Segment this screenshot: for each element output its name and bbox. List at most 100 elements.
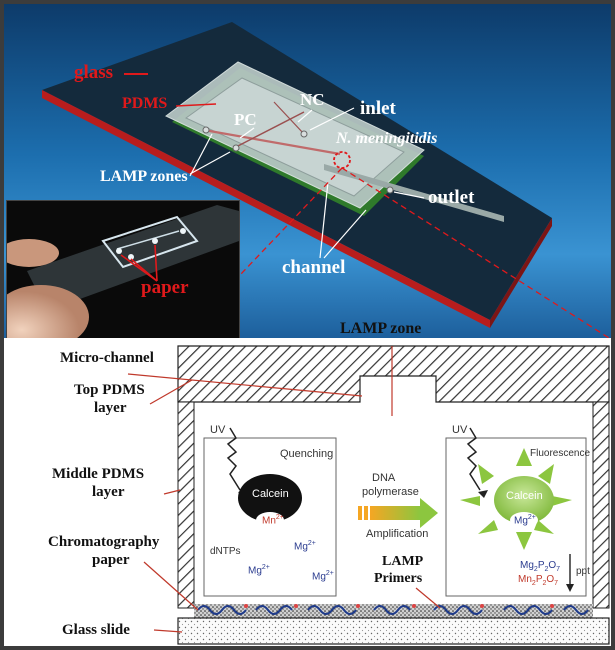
mn-pp-p: P bbox=[535, 574, 543, 585]
top-pdms-layer bbox=[177, 345, 610, 403]
left-uv-label: UV bbox=[210, 424, 226, 436]
fluorescence-rays bbox=[460, 448, 572, 550]
photo-chip-outline bbox=[101, 215, 199, 269]
photo-zone-1 bbox=[116, 248, 122, 254]
mg-bound-label: Mg2+ bbox=[514, 514, 536, 526]
photo-finger bbox=[7, 239, 59, 267]
glass-slide-leader bbox=[153, 629, 183, 633]
glass-slide-label: Glass slide bbox=[62, 622, 130, 638]
paper-leader-2 bbox=[154, 244, 158, 282]
device-photo: paper bbox=[6, 200, 240, 340]
primer-ends bbox=[244, 604, 554, 608]
middle-pdms-leader bbox=[163, 489, 181, 495]
mn-pyrophosphate-label: Mn2P2O7 bbox=[518, 574, 558, 587]
photo-zone-3 bbox=[152, 238, 158, 244]
top-pdms-label-1: Top PDMS bbox=[74, 382, 145, 398]
mg-pp-sub1: 2 bbox=[533, 566, 538, 573]
ppt-arrow-head bbox=[566, 584, 574, 592]
ppt-label: ppt bbox=[576, 566, 590, 577]
pc-leader bbox=[239, 127, 255, 139]
mg-pp-o: O bbox=[548, 560, 557, 571]
photo-thumb bbox=[7, 285, 89, 339]
chromatography-label-1: Chromatography bbox=[48, 534, 160, 550]
mg-pp-sub3: 7 bbox=[556, 566, 561, 573]
amplification-arrow-head bbox=[420, 498, 438, 528]
mg-ion-2-text: Mg bbox=[248, 565, 262, 577]
right-uv-label: UV bbox=[452, 424, 468, 436]
channel-leader-1 bbox=[319, 181, 329, 259]
photo-zone-2 bbox=[128, 254, 134, 260]
top-pdms-leader bbox=[149, 379, 193, 405]
chromatography-paper bbox=[194, 604, 593, 618]
mg-pocket bbox=[510, 512, 538, 528]
chromatography-label-2: paper bbox=[92, 552, 130, 568]
outlet-label: outlet bbox=[428, 187, 475, 208]
outlet-post bbox=[386, 186, 394, 194]
glass-slide-edge bbox=[42, 90, 490, 328]
mg-ion-1-text: Mg bbox=[294, 541, 308, 553]
lamp-primers-label-2: Primers bbox=[374, 571, 423, 586]
middle-pdms-label-1: Middle PDMS bbox=[52, 466, 145, 482]
mg-ion-3-sup: 2+ bbox=[325, 570, 334, 577]
pdms-chamber bbox=[185, 77, 405, 197]
mn-ion-sup: 2+ bbox=[275, 514, 284, 521]
mg-pp-p: P bbox=[537, 560, 545, 571]
glass-slide bbox=[177, 617, 610, 645]
inlet-leader bbox=[309, 107, 355, 131]
device-drawing bbox=[42, 22, 610, 338]
arrow-stripe-2 bbox=[364, 506, 368, 520]
lamp-zone-post-2 bbox=[232, 144, 240, 152]
quenching-label: Quenching bbox=[280, 448, 334, 460]
mn-pp-mn: Mn bbox=[518, 574, 532, 585]
mg-ion-3-text: Mg bbox=[312, 571, 326, 583]
mn-pp-sub1: 2 bbox=[531, 580, 536, 587]
lamp-primers bbox=[197, 605, 589, 615]
cross-section-drawing bbox=[127, 345, 610, 645]
channel-leader-2 bbox=[323, 209, 367, 259]
nc-leader bbox=[297, 109, 313, 123]
top-pdms-label-2: layer bbox=[94, 400, 127, 416]
mn-ion-label: Mn2+ bbox=[262, 514, 284, 526]
mg-ion-1: Mg2+ bbox=[294, 540, 316, 552]
middle-pdms-left-wall bbox=[177, 401, 195, 609]
right-uv-arrowhead bbox=[478, 490, 488, 498]
dntps-label: dNTPs bbox=[210, 546, 241, 557]
dna-label: DNA bbox=[372, 472, 396, 484]
photo-drawing bbox=[7, 201, 239, 339]
mn-ion-text: Mn bbox=[262, 515, 276, 527]
device-illustration: glass PDMS PC NC inlet N. meningitidis L… bbox=[4, 4, 611, 340]
lamp-zone-post-1 bbox=[202, 126, 210, 134]
middle-pdms-label-2: layer bbox=[92, 484, 125, 500]
calcein-black-label: Calcein bbox=[252, 488, 289, 500]
middle-pdms-right-wall bbox=[592, 401, 610, 609]
amplification-label: Amplification bbox=[366, 528, 429, 540]
mg-ion-1-sup: 2+ bbox=[307, 540, 316, 547]
glass-slide-end bbox=[490, 218, 552, 328]
amplification-arrow-body bbox=[370, 506, 420, 520]
fluorescence-label: Fluorescence bbox=[530, 448, 591, 459]
calcein-green-label: Calcein bbox=[506, 490, 543, 502]
inner-channel-1 bbox=[203, 128, 341, 156]
mg-pp-mg: Mg bbox=[520, 560, 534, 571]
mg-ion-2: Mg2+ bbox=[248, 564, 270, 576]
mn-pocket bbox=[256, 512, 284, 528]
inner-channel-2 bbox=[233, 111, 305, 149]
outlet-leader bbox=[393, 191, 425, 199]
lamp-primers-label-1: LAMP bbox=[382, 554, 424, 569]
mg-pp-sub2: 2 bbox=[544, 566, 549, 573]
mn-pp-sub3: 7 bbox=[554, 580, 559, 587]
mn-pp-sub2: 2 bbox=[542, 580, 547, 587]
polymerase-label: polymerase bbox=[362, 486, 419, 498]
inlet-label: inlet bbox=[360, 98, 396, 119]
lamp-zone-label: LAMP zone bbox=[340, 320, 422, 337]
paper-leader-3 bbox=[120, 254, 158, 282]
mg-bound-text: Mg bbox=[514, 515, 528, 527]
arrow-stripe-1 bbox=[358, 506, 362, 520]
micro-channel-label: Micro-channel bbox=[60, 350, 154, 366]
right-uv-wave bbox=[466, 427, 481, 491]
channel-tube bbox=[324, 164, 504, 222]
left-uv-wave bbox=[226, 427, 241, 491]
lamp-zones-leader-1 bbox=[189, 151, 231, 175]
nc-label: NC bbox=[300, 90, 325, 109]
calcein-quenched bbox=[238, 474, 302, 522]
